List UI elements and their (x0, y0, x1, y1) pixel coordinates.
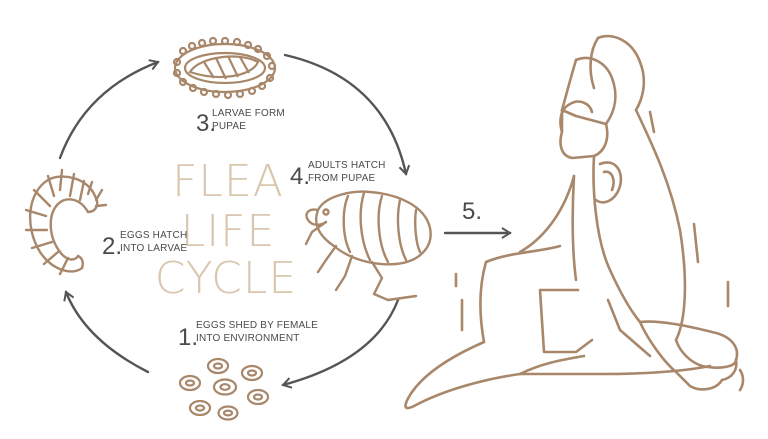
title-line2: LIFE (181, 206, 276, 257)
step-3-label: 3. LARVAE FORM PUPAE (196, 108, 285, 137)
step-4-line1: ADULTS HATCH (308, 160, 386, 171)
step-2-label: 2. EGGS HATCH INTO LARVAE (102, 230, 187, 260)
step-5-number: 5. (462, 198, 482, 225)
step-3-line1: LARVAE FORM (212, 108, 285, 119)
step-2-line2: INTO LARVAE (120, 243, 187, 254)
adult-flea-icon (304, 190, 432, 302)
arrow-eggs-to-larvae (63, 290, 150, 374)
step-1-label: 1. EGGS SHED BY FEMALE INTO ENVIRONMENT (178, 320, 318, 351)
arrow-pupae-to-adults (283, 53, 411, 176)
cycle-arrows (58, 53, 512, 389)
arrow-larvae-to-pupae (58, 59, 160, 160)
eggs-icon (178, 357, 270, 421)
arrow-adults-to-eggs (281, 298, 400, 389)
title-line1: FLEA (172, 156, 284, 207)
step-2-number: 2. (102, 233, 122, 260)
step-1-line1: EGGS SHED BY FEMALE (196, 320, 318, 331)
step-1-line2: INTO ENVIRONMENT (196, 333, 300, 344)
step-4-number: 4. (290, 163, 310, 190)
pupa-icon (172, 36, 277, 100)
title: FLEA LIFE CYCLE (155, 156, 297, 304)
title-line3: CYCLE (155, 253, 297, 304)
step-4-label: 4. ADULTS HATCH FROM PUPAE (290, 160, 386, 190)
step-1-number: 1. (178, 324, 198, 351)
step-3-line2: PUPAE (212, 121, 246, 132)
larva-icon (24, 168, 108, 276)
dog-icon (404, 34, 745, 410)
step-4-line2: FROM PUPAE (308, 173, 376, 184)
step-2-line1: EGGS HATCH (120, 230, 187, 241)
step-3-number: 3. (196, 110, 216, 137)
step-5-label: 5. (462, 198, 482, 225)
